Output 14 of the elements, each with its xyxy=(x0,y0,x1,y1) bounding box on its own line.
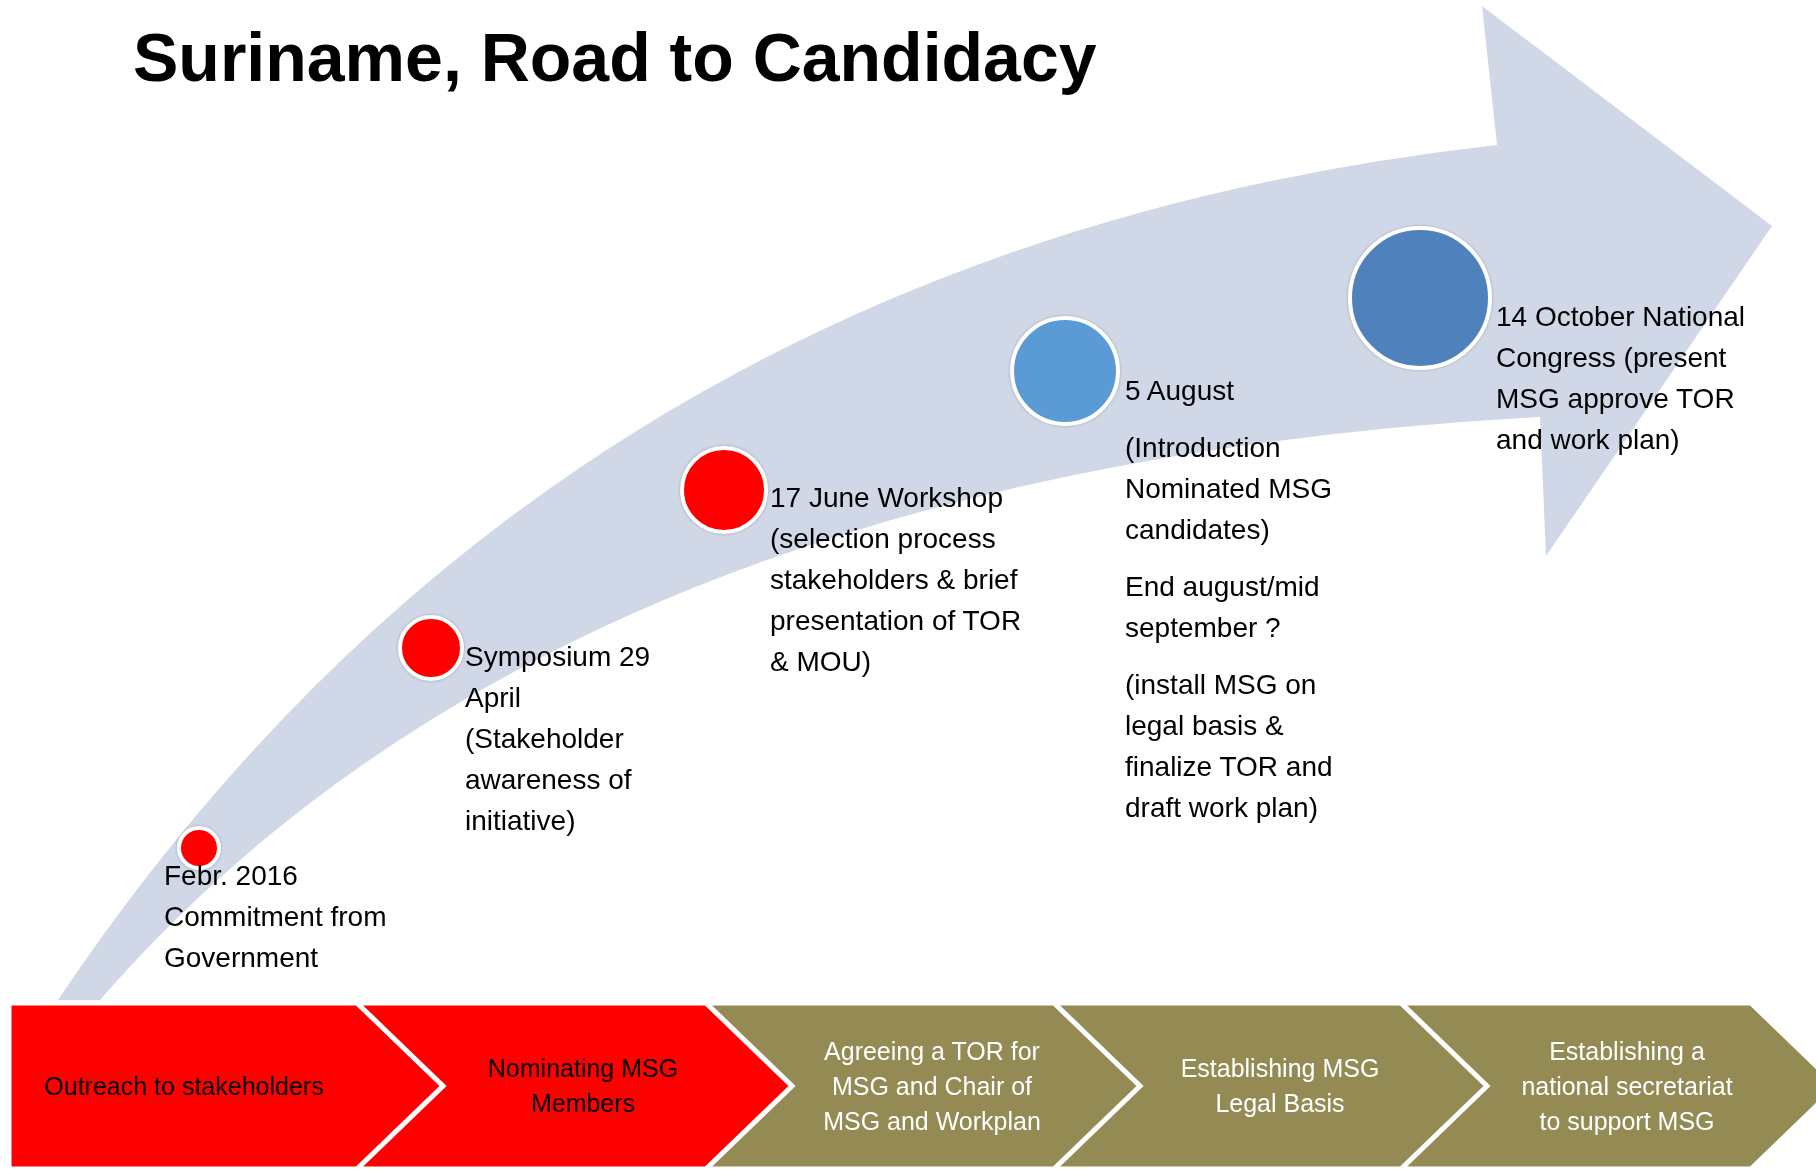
phase-label: Outreach to stakeholders xyxy=(44,1070,324,1102)
phase-label: Agreeing a TOR for MSG and Chair of MSG and Workplan xyxy=(822,1035,1042,1137)
milestone-text: End august/mid september ? xyxy=(1125,570,1321,645)
milestone-text: Febr. 2016 Commitment from Government xyxy=(164,859,388,975)
milestone-text: 5 August xyxy=(1125,374,1235,408)
phase-label: Establishing a national secretariat to support MSG xyxy=(1520,1035,1734,1137)
milestone-text: (Introduction Nominated MSG candidates) xyxy=(1125,431,1333,547)
phase-label: Nominating MSG Members xyxy=(486,1053,680,1119)
title: Suriname, Road to Candidacy xyxy=(133,18,1097,96)
milestone-text: Symposium 29 April (Stakeholder awareness of initiative) xyxy=(465,640,652,838)
milestone-text: 14 October National Congress (present MSG approve TOR and work plan) xyxy=(1496,300,1747,457)
phase-label: Establishing MSG Legal Basis xyxy=(1179,1053,1381,1119)
milestone-text: 17 June Workshop (selection process stakeholders & brief presentation of TOR & MOU) xyxy=(770,481,1023,679)
milestone-text: (install MSG on legal basis & finalize TOR and draft work plan) xyxy=(1125,668,1334,825)
